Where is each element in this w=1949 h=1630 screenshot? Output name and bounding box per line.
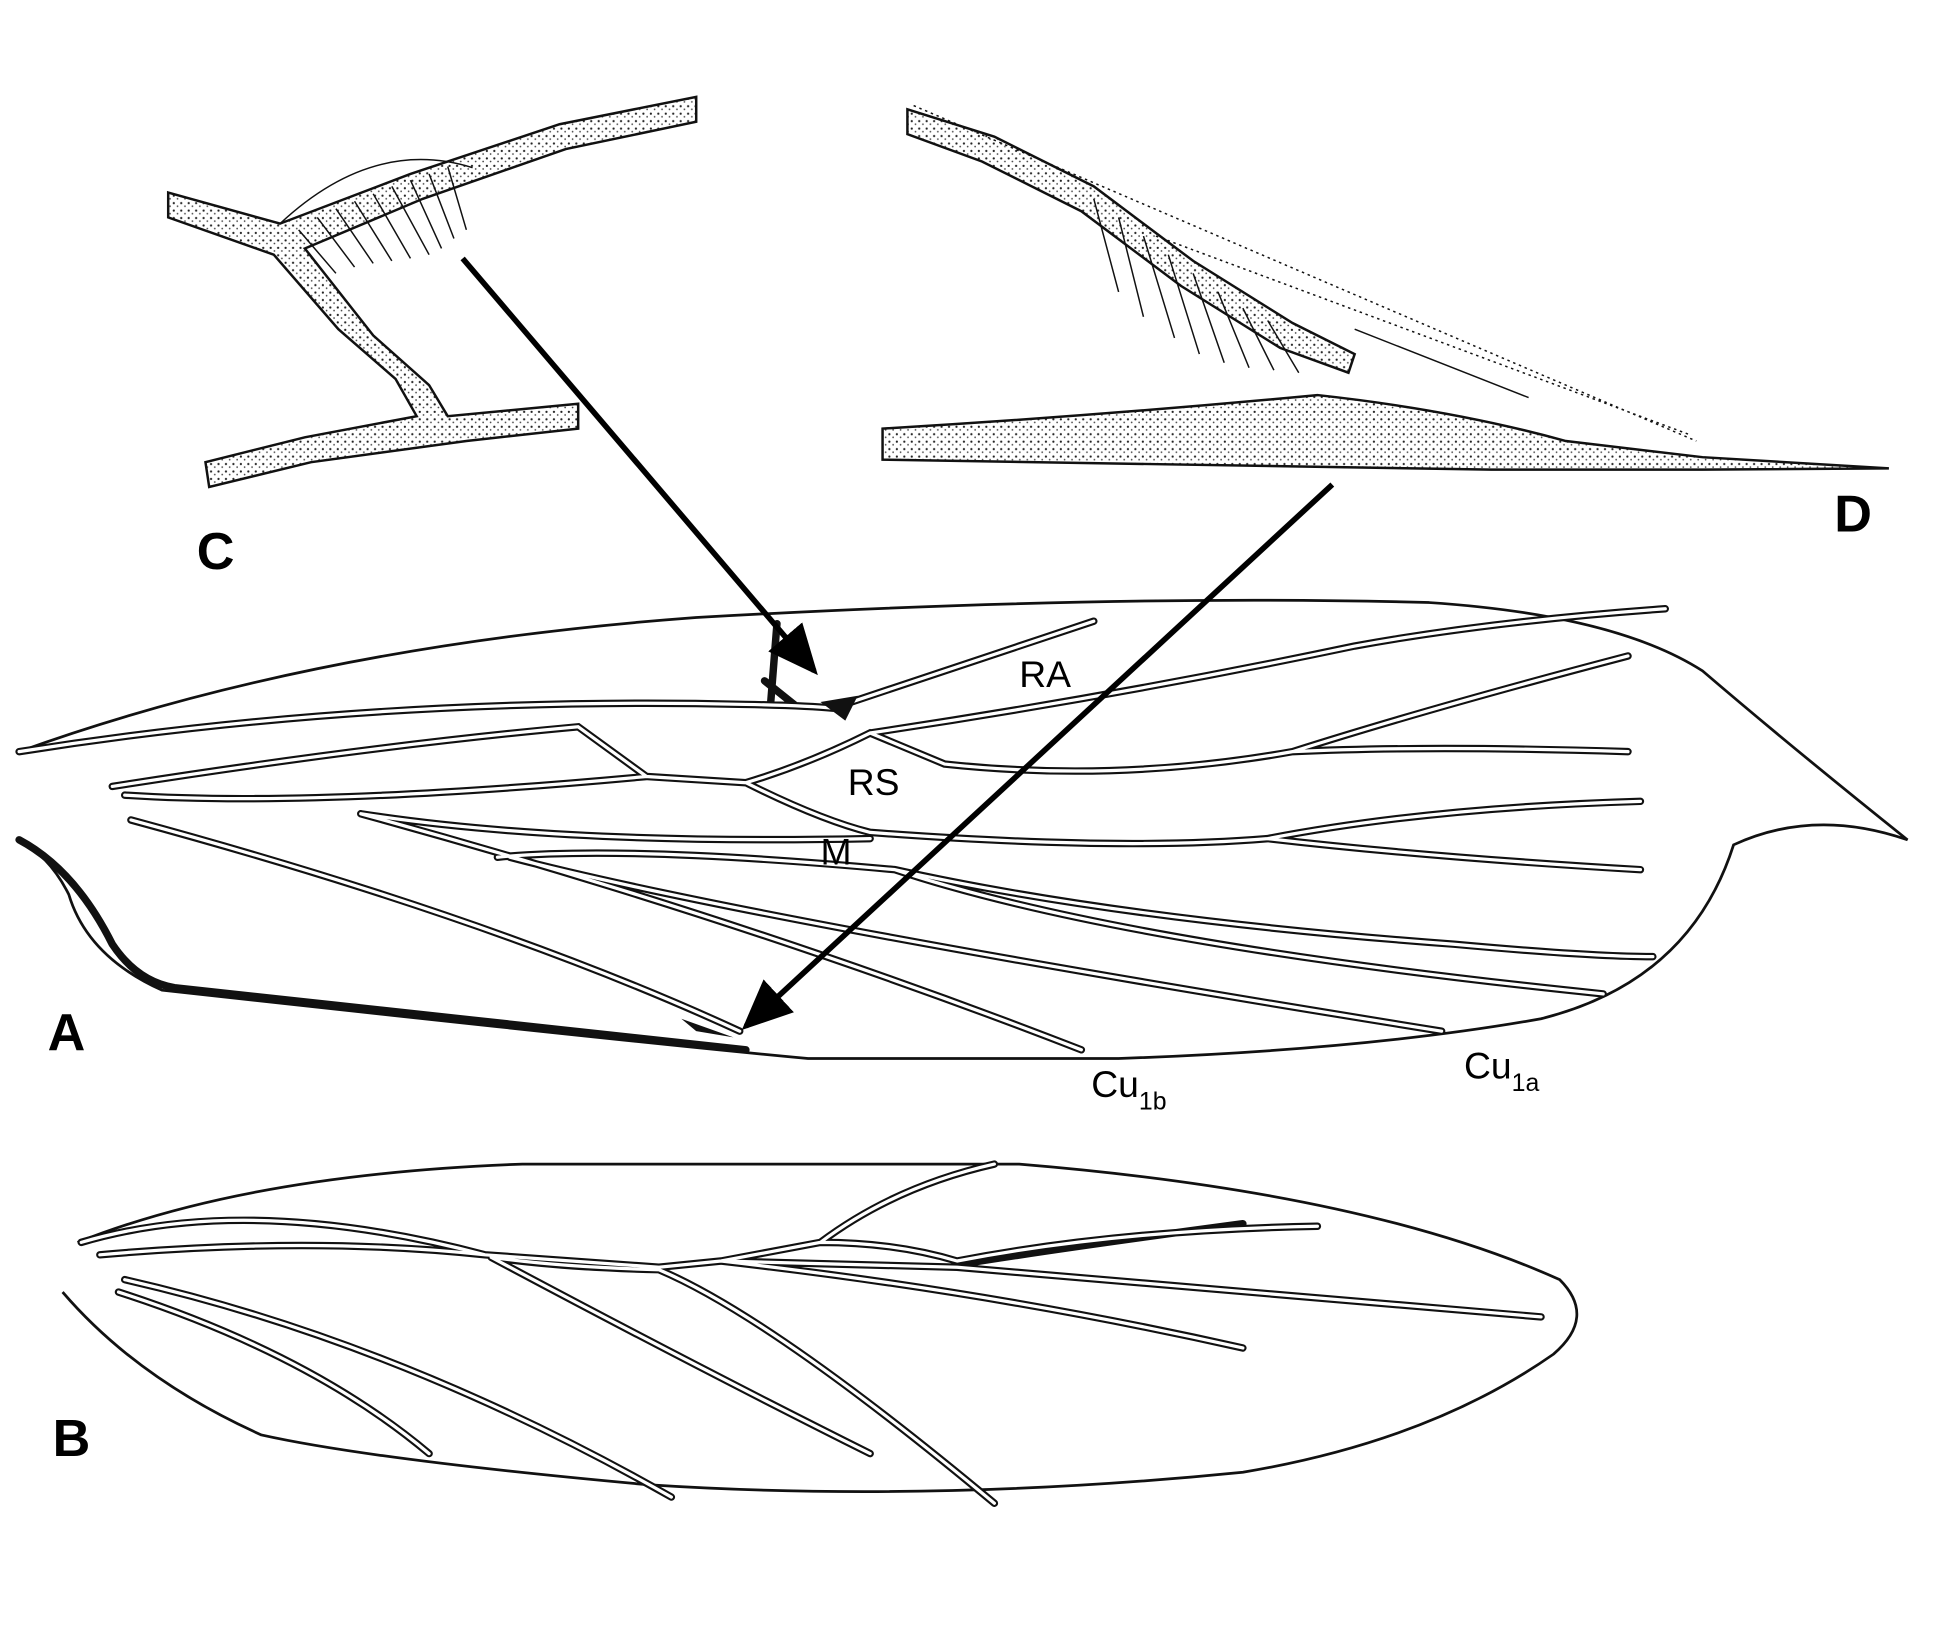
wing-b-hindwing — [61, 1160, 1579, 1508]
panel-label-b: B — [53, 1410, 91, 1468]
vein-label-ra: RA — [1019, 653, 1071, 695]
stippled-vein — [881, 393, 1889, 471]
arrow-d-to-a — [741, 482, 1335, 1030]
comb-setae — [279, 158, 473, 274]
arrow-c-to-a — [460, 256, 818, 676]
panel-label-c: C — [197, 523, 235, 581]
panel-c-detail — [166, 95, 698, 489]
vein-segment-upper — [166, 95, 698, 489]
wing-b-veins — [77, 1160, 1545, 1508]
wing-a-veins — [15, 605, 1669, 1054]
vein-label-cu1b: Cu1b — [1091, 1063, 1166, 1115]
panel-label-a: A — [48, 1004, 86, 1062]
vein-label-m: M — [820, 831, 851, 873]
wing-a-outline — [18, 598, 1909, 1060]
vein-label-rs: RS — [848, 761, 900, 803]
costal-vein — [906, 107, 1357, 375]
wing-b-outline — [61, 1162, 1579, 1493]
wing-a-forewing — [15, 598, 1909, 1060]
panel-label-d: D — [1834, 486, 1872, 544]
panel-d-detail — [881, 104, 1889, 471]
vein-label-cu1a: Cu1a — [1464, 1044, 1539, 1096]
